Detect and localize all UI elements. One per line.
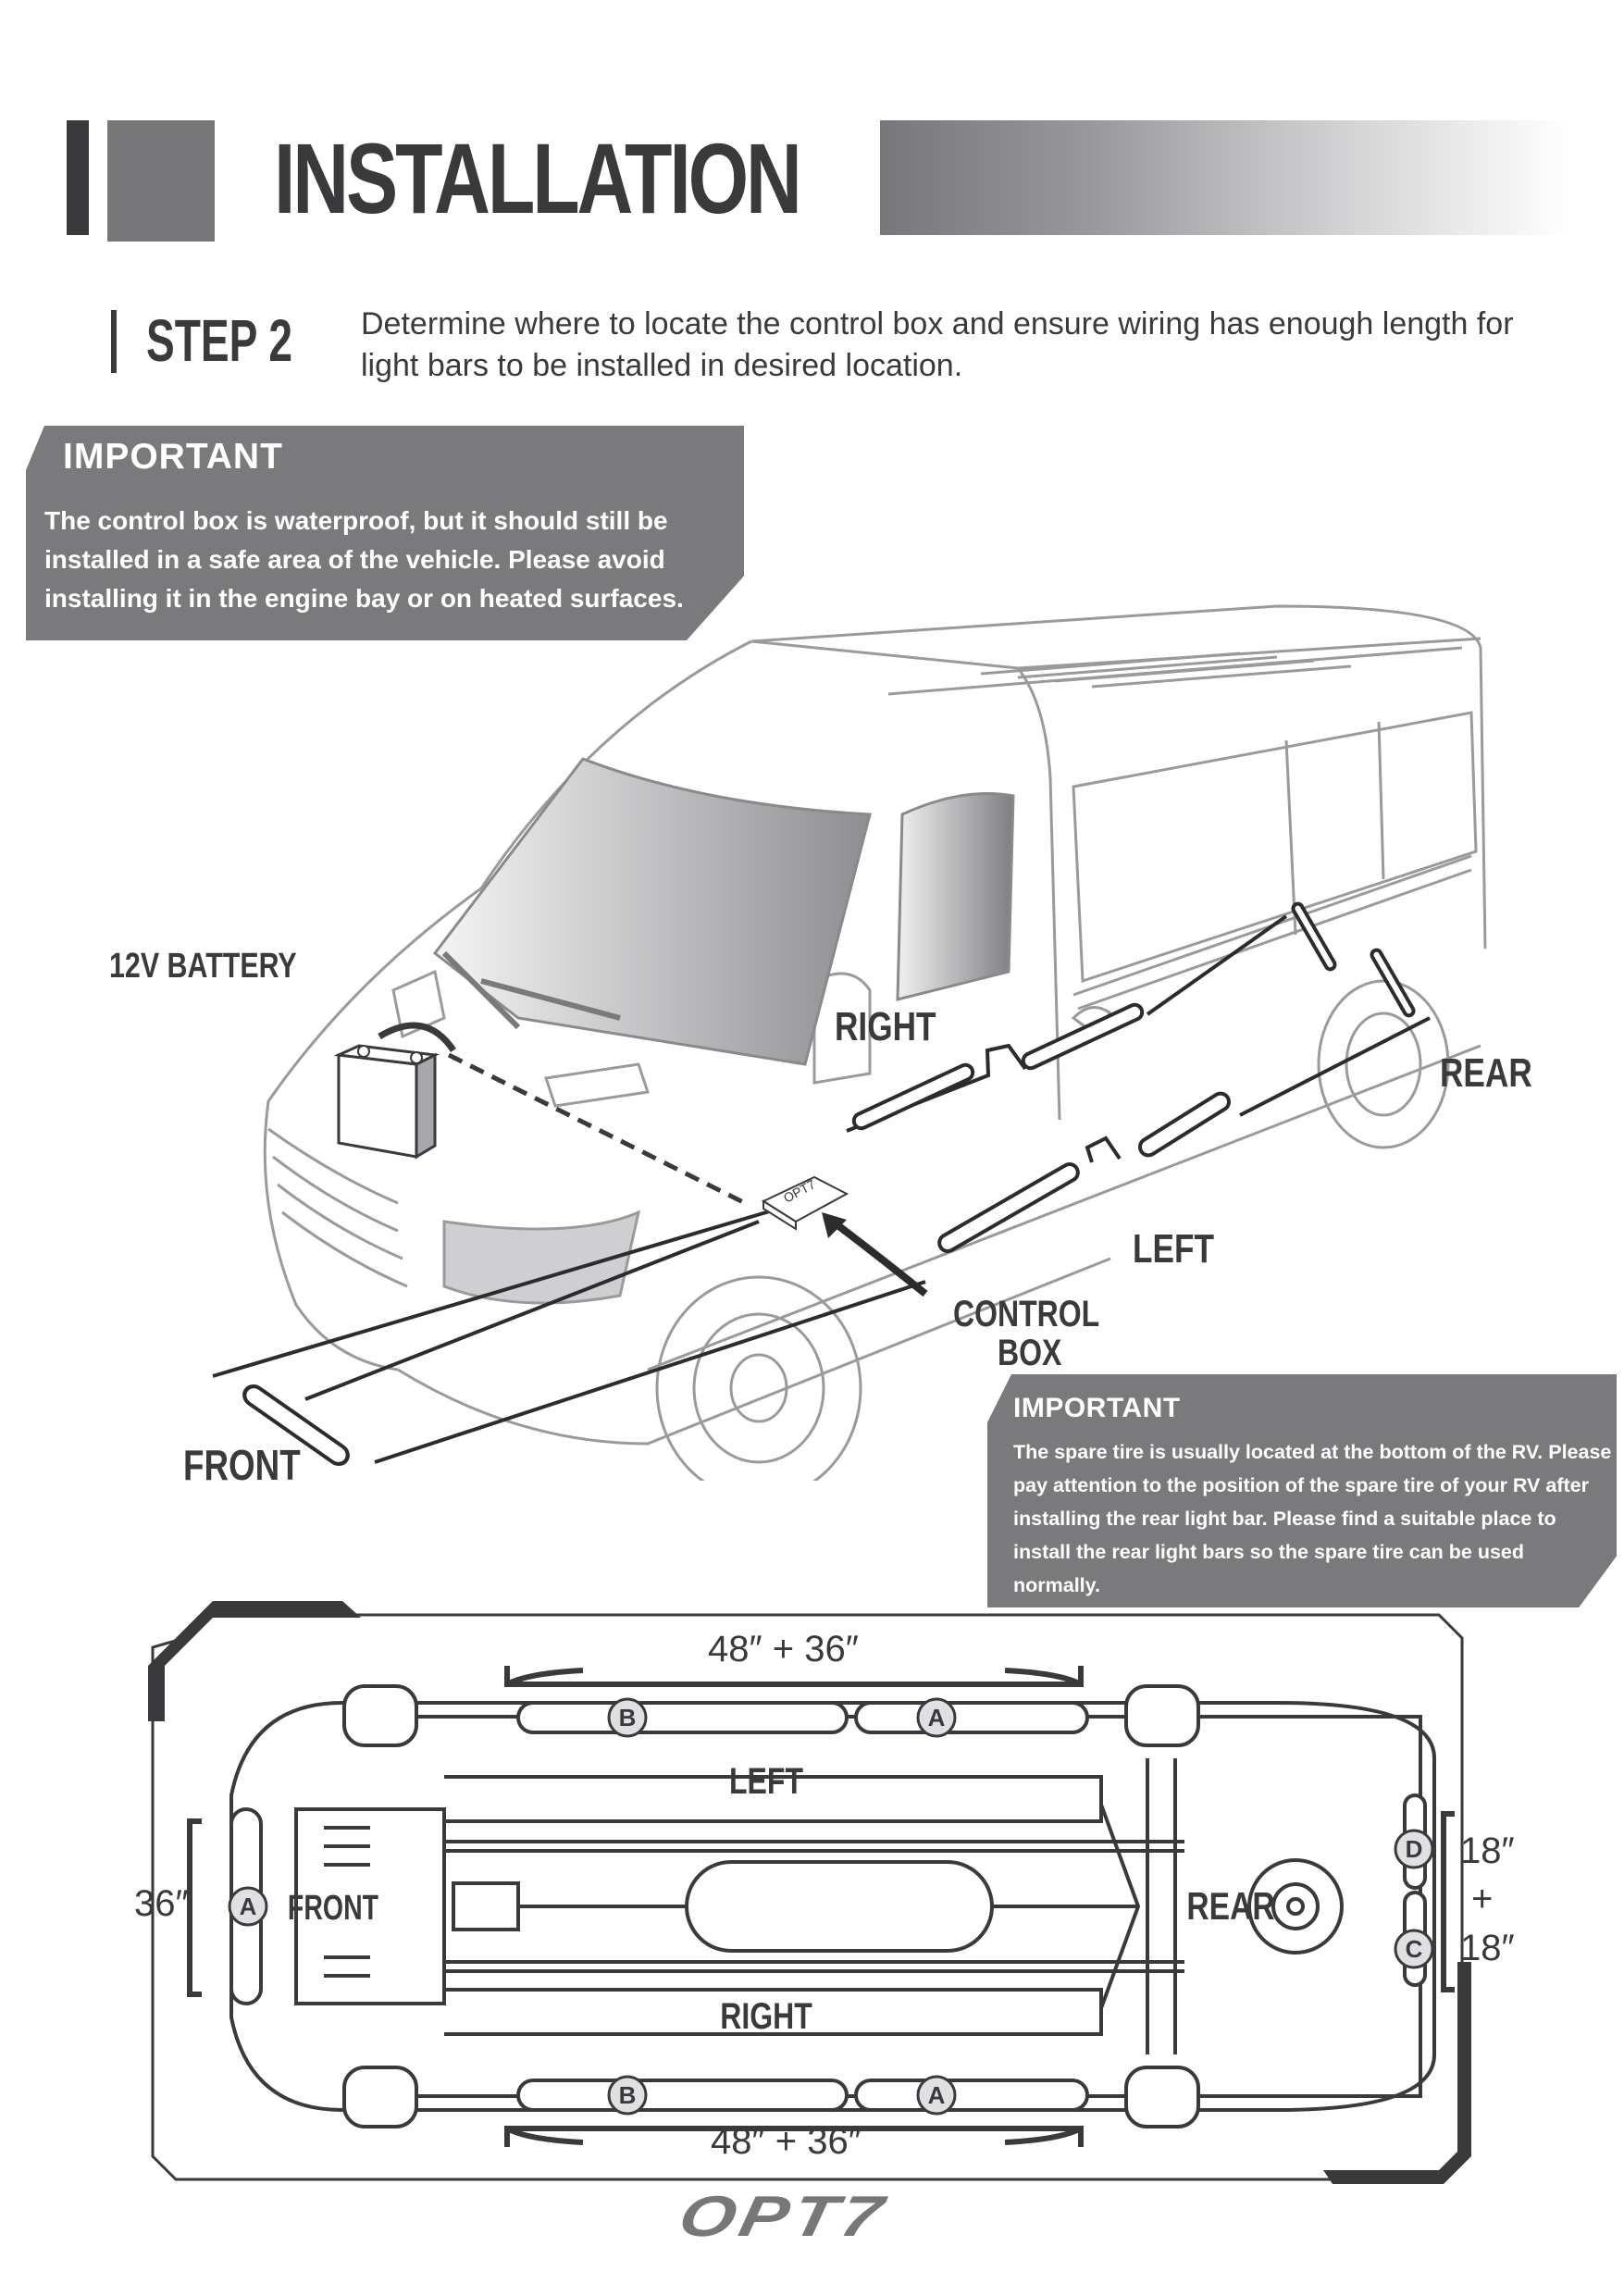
label-control-box-line1: CONTROL: [953, 1294, 1100, 1334]
label-right: RIGHT: [835, 1004, 936, 1049]
step-instructions: Determine where to locate the control bo…: [361, 306, 1514, 383]
page-title: INSTALLATION: [274, 122, 802, 234]
chassis-diagram: B A B A A D C LEFT RIGHT FRONT REAR: [148, 1601, 1471, 2184]
header-accent-bar-dark: [67, 120, 89, 235]
van-illustration: OPT7: [212, 604, 1487, 1481]
right-bar-b: [516, 2079, 849, 2112]
step-label: STEP 2: [146, 307, 292, 374]
dimension-rear-2: 18″: [1460, 1928, 1515, 1968]
marker-left-a: A: [928, 1704, 946, 1731]
brand-logo: OPT7: [673, 2185, 893, 2249]
windshield: [432, 757, 872, 1066]
light-bar-wiring: [212, 914, 1431, 1464]
front-light-bar: [242, 1384, 350, 1466]
battery-icon: [333, 1022, 456, 1160]
label-control-box-line2: BOX: [998, 1333, 1062, 1373]
step-accent-bar: [111, 310, 117, 373]
header-gradient-banner: [880, 120, 1569, 235]
marker-right-b: B: [619, 2081, 637, 2109]
left-light-bar-2: [1137, 1091, 1232, 1158]
chassis-label-rear: REAR: [1186, 1886, 1274, 1929]
marker-left-b: B: [619, 1704, 637, 1731]
header-accent-bar-gray: [107, 120, 215, 242]
bar-markers: [228, 1697, 1434, 2116]
control-box-arrow: [830, 1218, 928, 1297]
chassis-label-right: RIGHT: [720, 1995, 812, 2037]
van-body-outline: [263, 604, 1487, 1481]
label-left: LEFT: [1133, 1226, 1214, 1272]
rear-light-bar-1: [1291, 901, 1337, 972]
left-light-bar-1: [937, 1162, 1080, 1253]
chassis-label-front: FRONT: [288, 1889, 379, 1928]
van-light-bars: [242, 901, 1416, 1466]
battery-wire: [447, 1052, 747, 1206]
chassis-label-left: LEFT: [729, 1760, 803, 1802]
important-callout-title: IMPORTANT: [63, 437, 283, 477]
left-bar-b: [516, 1701, 849, 1734]
right-bar-a: [854, 2079, 1089, 2112]
right-light-bar-1: [851, 1062, 975, 1131]
marker-front-a: A: [240, 1893, 257, 1920]
dimension-brackets: [187, 1666, 1455, 2147]
label-rear: REAR: [1440, 1050, 1532, 1096]
marker-rear-d: D: [1406, 1835, 1423, 1863]
label-12v-battery: 12V BATTERY: [109, 947, 297, 986]
dimension-front: 36″: [134, 1883, 189, 1924]
dimension-rear-1: 18″: [1460, 1831, 1515, 1871]
dimension-rear-plus: +: [1471, 1879, 1494, 1919]
important-callout-control-box: IMPORTANT The control box is waterproof,…: [26, 426, 744, 640]
important-callout-body: The spare tire is usually located at the…: [1013, 1441, 1612, 1596]
door-window: [896, 792, 1015, 1001]
important-callout-title: IMPORTANT: [1013, 1393, 1181, 1423]
important-callout-spare-tire: IMPORTANT The spare tire is usually loca…: [987, 1374, 1617, 1607]
label-front: FRONT: [183, 1441, 301, 1489]
left-bar-a: [854, 1701, 1089, 1734]
marker-right-a: A: [928, 2081, 946, 2109]
chassis-wheels: [342, 1684, 1200, 2128]
marker-rear-c: C: [1406, 1935, 1423, 1963]
rear-light-bar-2: [1370, 948, 1416, 1018]
important-callout-body: The control box is waterproof, but it sh…: [44, 506, 684, 613]
dimension-bottom: 48″ + 36″: [711, 2121, 862, 2162]
right-light-bar-2: [1021, 1002, 1145, 1071]
dimension-top: 48″ + 36″: [708, 1629, 859, 1669]
